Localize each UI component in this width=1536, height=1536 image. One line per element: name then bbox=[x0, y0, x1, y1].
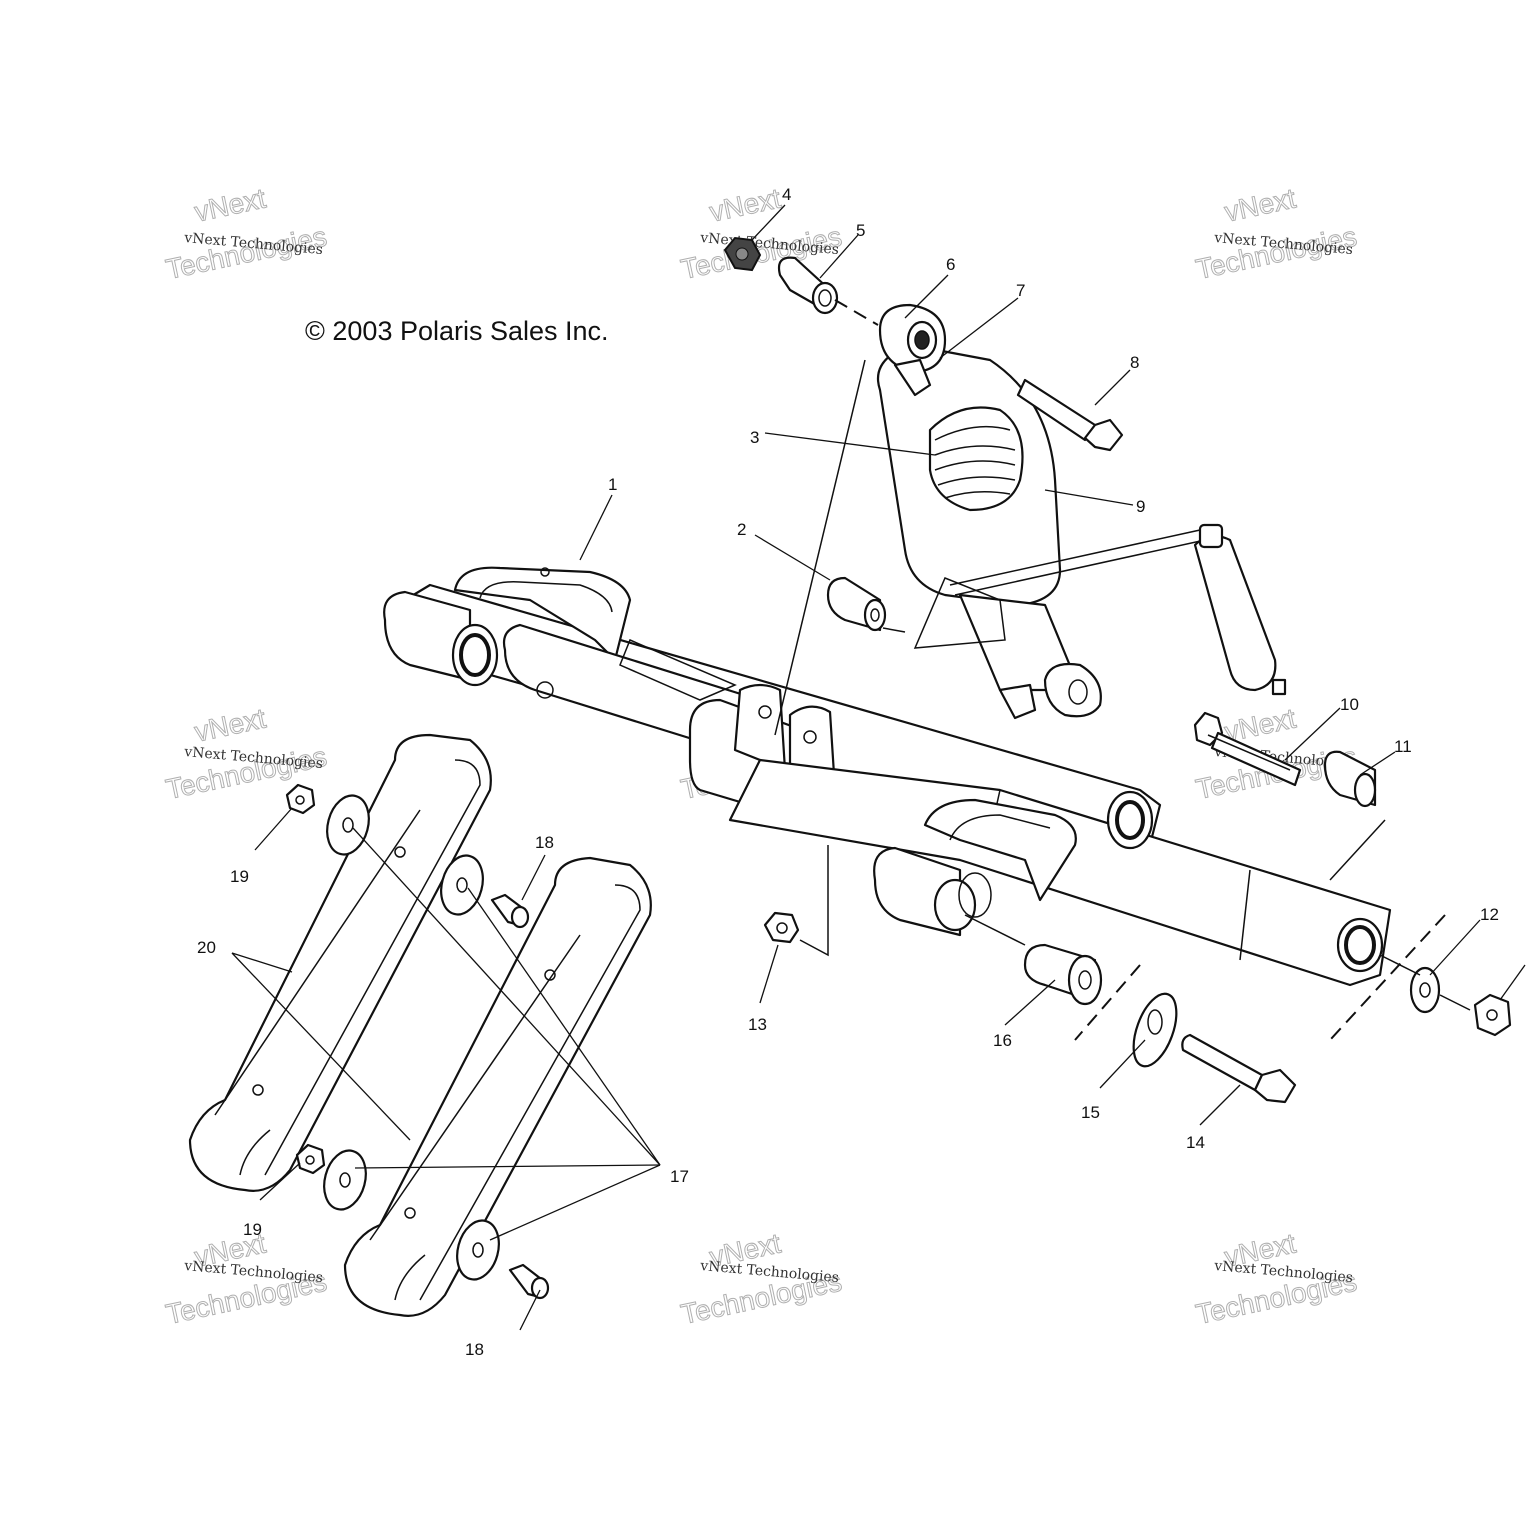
washer-17-c bbox=[323, 1149, 367, 1211]
copyright-notice: © 2003 Polaris Sales Inc. bbox=[305, 316, 609, 346]
swing-arm bbox=[383, 566, 1392, 987]
callout-2: 2 bbox=[737, 520, 746, 539]
washer-17-a bbox=[326, 794, 370, 856]
callout-19-lower: 19 bbox=[243, 1220, 262, 1239]
nut-13 bbox=[763, 911, 800, 944]
watermark-top-center: vNext Technologies bbox=[678, 182, 845, 285]
leader-lines bbox=[231, 204, 1526, 1331]
washer-17-d bbox=[456, 1219, 500, 1281]
callout-6: 6 bbox=[946, 255, 955, 274]
watermark-top-left: vNext Technologies bbox=[163, 182, 330, 285]
shock-reservoir bbox=[913, 523, 1287, 696]
callout-7: 7 bbox=[1016, 281, 1025, 300]
nut-12 bbox=[1473, 993, 1512, 1037]
callout-15: 15 bbox=[1081, 1103, 1100, 1122]
washer-17-b bbox=[440, 854, 484, 916]
link-20-rear bbox=[188, 733, 492, 1192]
washer-12 bbox=[1409, 966, 1441, 1014]
nut-19-a bbox=[285, 783, 316, 815]
callout-10: 10 bbox=[1340, 695, 1359, 714]
watermark-brand: vNext bbox=[707, 183, 784, 228]
callout-3: 3 bbox=[750, 428, 759, 447]
callout-11: 11 bbox=[1394, 737, 1412, 756]
callout-12: 12 bbox=[1480, 905, 1499, 924]
nut-4 bbox=[723, 236, 762, 272]
bolt-18-a bbox=[490, 893, 530, 929]
callouts: 1 2 3 4 5 6 7 8 9 10 11 12 13 14 15 16 1… bbox=[197, 185, 1499, 1359]
callout-16: 16 bbox=[993, 1031, 1012, 1050]
callout-4: 4 bbox=[782, 185, 791, 204]
shock-absorber bbox=[876, 303, 1102, 720]
assembly-lines bbox=[774, 299, 1471, 1041]
callout-8: 8 bbox=[1130, 353, 1139, 372]
spacer-11 bbox=[1323, 750, 1377, 808]
callout-1: 1 bbox=[608, 475, 617, 494]
callout-9: 9 bbox=[1136, 497, 1145, 516]
watermark-brand: vNext bbox=[192, 183, 269, 228]
spacer-2 bbox=[826, 576, 887, 632]
callout-13: 13 bbox=[748, 1015, 767, 1034]
callout-19: 19 bbox=[230, 867, 249, 886]
callout-20: 20 bbox=[197, 938, 216, 957]
callout-18-lower: 18 bbox=[465, 1340, 484, 1359]
callout-5: 5 bbox=[856, 221, 865, 240]
callout-17: 17 bbox=[670, 1167, 689, 1186]
bushing-5 bbox=[777, 256, 839, 315]
watermark-brand: vNext bbox=[192, 703, 269, 748]
watermark-top-right: vNext Technologies bbox=[1193, 182, 1360, 285]
link-20-front bbox=[343, 856, 652, 1317]
watermark-brand: vNext bbox=[1222, 183, 1299, 228]
bolt-8 bbox=[1016, 378, 1124, 452]
bushing-16 bbox=[1023, 943, 1103, 1006]
washer-15 bbox=[1132, 992, 1178, 1068]
bolt-14 bbox=[1181, 1033, 1297, 1104]
callout-18: 18 bbox=[535, 833, 554, 852]
bolt-18-b bbox=[508, 1263, 550, 1300]
nut-19-b bbox=[295, 1143, 326, 1175]
callout-14: 14 bbox=[1186, 1133, 1205, 1152]
